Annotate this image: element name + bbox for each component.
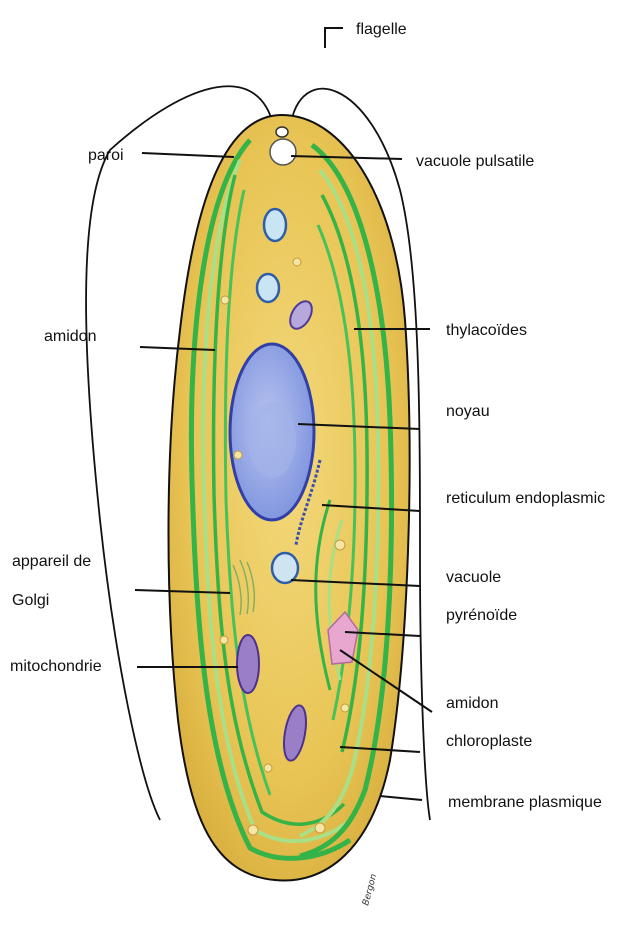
mitochondrion-1 <box>237 635 259 693</box>
label-amidon-right: amidon <box>446 695 498 712</box>
label-chloroplaste: chloroplaste <box>446 733 532 750</box>
label-mitochondrie: mitochondrie <box>10 658 102 675</box>
vesicle-2 <box>257 274 279 302</box>
label-membrane-plasmique: membrane plasmique <box>448 794 602 811</box>
label-vacuole-pulsatile: vacuole pulsatile <box>416 153 534 170</box>
label-golgi: Golgi <box>12 592 49 609</box>
label-appareil-de: appareil de <box>12 553 91 570</box>
label-vacuole: vacuole <box>446 569 501 586</box>
label-noyau: noyau <box>446 403 490 420</box>
leader-flagelle <box>325 28 343 48</box>
leader-membrane <box>380 796 422 800</box>
artist-signature: Bergon <box>361 873 379 907</box>
label-pyrenoide: pyrénoïde <box>446 607 517 624</box>
nucleolus <box>248 402 296 478</box>
label-thylacoides: thylacoïdes <box>446 322 527 339</box>
vacuole <box>272 553 298 583</box>
contractile-vacuole <box>270 139 296 165</box>
label-paroi: paroi <box>88 147 124 164</box>
vesicle-1 <box>264 209 286 241</box>
label-amidon-left: amidon <box>44 328 96 345</box>
leader-paroi <box>142 153 234 157</box>
label-flagelle: flagelle <box>356 21 407 38</box>
flagellar-base <box>276 127 288 137</box>
label-reticulum: reticulum endoplasmic <box>446 490 605 507</box>
